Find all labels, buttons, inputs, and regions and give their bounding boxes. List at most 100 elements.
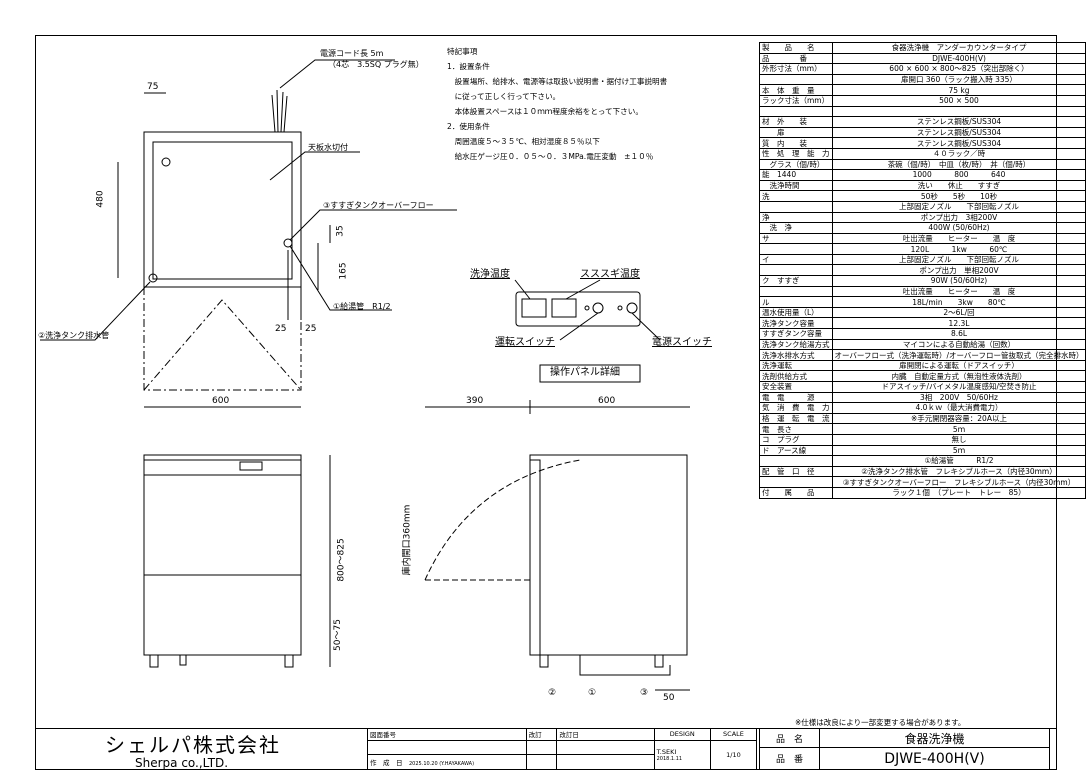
spec-value: 吐出流量 ヒーター 温 度 xyxy=(831,232,1087,245)
dim-800-label: 800～825 xyxy=(336,538,347,582)
callout-2: ② xyxy=(548,688,557,698)
side-hoses xyxy=(579,655,671,676)
spec-value: 3相 200V 50/60Hz xyxy=(831,391,1087,404)
spec-label: 能 1440 xyxy=(759,169,833,181)
spec-label xyxy=(759,476,833,488)
cord-sub: （4芯 3.5SQ プラグ無） xyxy=(328,60,424,69)
panel-leader-3 xyxy=(559,312,599,341)
spec-value: オーバーフロー式（洗浄運転時）/オーバーフロー管抜取式（完全排水時） xyxy=(831,349,1087,361)
spec-value: 上部固定ノズル 下部回転ノズル xyxy=(831,253,1087,266)
dim-600b-label: 600 xyxy=(598,396,616,406)
spec-value: 4.0ｋｗ（最大消費電力） xyxy=(831,402,1087,414)
spec-label: 扉 xyxy=(759,126,833,139)
notes-line: 本体設置スペースは１０ｍｍ程度余裕をとって下さい。 xyxy=(447,107,643,116)
spec-value: マイコンによる自動給湯（回数） xyxy=(831,338,1087,351)
door-opening-label: 庫内開口360mm xyxy=(402,504,413,576)
spec-row: 扉開口 360（ラック搬入時 335） xyxy=(759,73,1087,86)
side-door xyxy=(529,455,541,655)
spec-row: 120L 1kw 60℃ xyxy=(759,243,1087,255)
supply-label: ①給湯管 R1/2 xyxy=(333,302,391,311)
scale-cell: 1/10 xyxy=(709,739,758,771)
spec-row: 上部固定ノズル 下部回転ノズル xyxy=(759,200,1087,213)
dim-25b-label: 25 xyxy=(305,324,317,334)
spec-value: ③すすぎタンクオーバーフロー フレキシブルホース（内径30mm） xyxy=(831,476,1087,488)
spec-value: 茶碗（個/時） 中皿（枚/時） 丼（個/時） xyxy=(831,158,1087,171)
dim-50-75-label: 50～75 xyxy=(332,619,343,651)
spec-value: ステンレス鋼板/SUS304 xyxy=(831,137,1087,149)
spec-label: 浄 xyxy=(759,211,833,224)
spec-label: 質 内 装 xyxy=(759,137,833,149)
spec-row: 製 品 名食器洗浄機 アンダーカウンタータイプ xyxy=(759,42,1087,54)
top-view-outline xyxy=(143,131,302,288)
power-switch-label: 電源スイッチ xyxy=(652,337,712,348)
spec-row: 外形寸法（mm）600 × 600 × 800～825（突出部除く） xyxy=(759,63,1087,75)
spec-label: ク すすぎ xyxy=(759,275,833,287)
notes-line: 2．使用条件 xyxy=(447,122,490,131)
spec-label: 洗剤供給方式 xyxy=(759,370,833,382)
design-label: DESIGN xyxy=(653,728,711,741)
spec-value: ※手元開閉器容量：20A以上 xyxy=(831,412,1087,425)
door-arc xyxy=(424,459,581,581)
spec-value: 90W (50/60Hz) xyxy=(831,275,1087,287)
spec-value: 75 kg xyxy=(831,84,1087,96)
spec-row: 安全装置ドアスイッチ/バイメタル温度感知/空焚き防止 xyxy=(759,381,1087,393)
spec-label: 本 体 重 量 xyxy=(759,84,833,96)
scale-label: SCALE xyxy=(709,728,758,741)
spec-footnote: ※仕様は改良により一部変更する場合があります。 xyxy=(795,718,966,727)
spec-row: イ上部固定ノズル 下部回転ノズル xyxy=(759,253,1087,266)
spec-row: 付 属 品ラック１個 （プレート トレー 85） xyxy=(759,486,1087,499)
spec-label: 電 長さ xyxy=(759,423,833,435)
spec-row: 洗浄時間洗い 休止 すすぎ xyxy=(759,179,1087,192)
spec-label: 品 番 xyxy=(759,52,833,65)
spec-row: サ吐出流量 ヒーター 温 度 xyxy=(759,232,1087,245)
spec-row: 格 運 転 電 流※手元開閉器容量：20A以上 xyxy=(759,412,1087,425)
spec-label: イ xyxy=(759,253,833,266)
spec-label xyxy=(759,243,833,255)
notes-line: 周囲温度５～３５℃、相対湿度８５％以下 xyxy=(447,137,600,146)
spec-row: 洗浄運転扉開閉による運転（ドアスイッチ） xyxy=(759,359,1087,372)
spec-value: 吐出流量 ヒーター 温 度 xyxy=(831,285,1087,298)
wash-temp-display xyxy=(521,298,547,318)
spec-label: ラック寸法（mm） xyxy=(759,94,833,107)
drain-label: ②洗浄タンク排水管 xyxy=(38,331,110,340)
product-no-value: DJWE-400H(V) xyxy=(819,747,1050,770)
spec-row: ポンプ出力 単相200V xyxy=(759,264,1087,277)
spec-value: ①給湯管 R1/2 xyxy=(831,455,1087,467)
designer-name: T.SEKI xyxy=(656,747,677,756)
callout-1: ① xyxy=(588,688,597,698)
scale-den: 10 xyxy=(732,750,741,759)
spec-label: 温水使用量（L） xyxy=(759,306,833,319)
rev-date-label: 改訂日 xyxy=(556,728,655,741)
notes-line: 給水圧ゲージ圧０．０５～０．３MPa.電圧変動 ±１０％ xyxy=(447,152,654,161)
wash-temp-label: 洗浄温度 xyxy=(470,269,510,280)
spec-value: 1000 800 640 xyxy=(831,169,1087,181)
overflow-leader xyxy=(289,209,457,241)
side-foot-r xyxy=(654,654,664,668)
spec-label: コ プラグ xyxy=(759,433,833,446)
rinse-temp-label: スススギ温度 xyxy=(580,269,640,280)
spec-row: グラス（個/時）茶碗（個/時） 中皿（枚/時） 丼（個/時） xyxy=(759,158,1087,171)
top-panel-leader xyxy=(269,151,360,181)
spec-row: 洗浄タンク給湯方式マイコンによる自動給湯（回数） xyxy=(759,338,1087,351)
top-view-inner xyxy=(152,141,293,280)
spec-value: 内臓 自動定量方式（無泡性液体洗剤） xyxy=(831,370,1087,382)
spec-label xyxy=(759,73,833,86)
spec-row xyxy=(759,105,1087,118)
product-block: 品 名 食器洗浄機 品 番 DJWE-400H(V) xyxy=(759,727,1050,770)
product-no-label: 品 番 xyxy=(759,747,820,770)
spec-value: DJWE-400H(V) xyxy=(831,52,1087,65)
spec-row: 扉ステンレス鋼板/SUS304 xyxy=(759,126,1087,139)
spec-value: 600 × 600 × 800～825（突出部除く） xyxy=(831,63,1087,75)
spec-label: すすぎタンク容量 xyxy=(759,328,833,340)
front-nozzle xyxy=(179,654,187,666)
door-swing-outline xyxy=(143,287,302,391)
spec-value: 洗い 休止 すすぎ xyxy=(831,179,1087,192)
spec-value: 18L/min 3kw 80℃ xyxy=(831,296,1087,308)
